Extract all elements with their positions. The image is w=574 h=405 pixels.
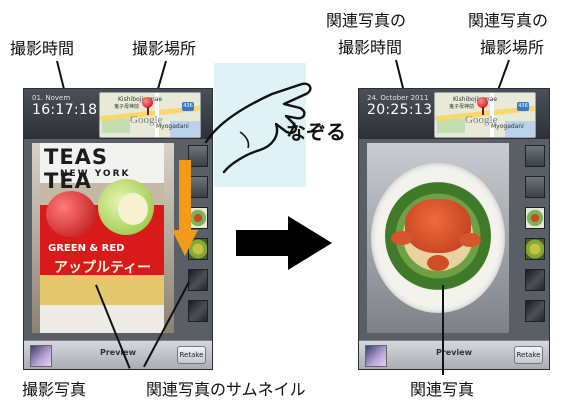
label-related-place-2: 撮影場所 — [480, 38, 545, 57]
related-thumbnail-strip[interactable] — [188, 145, 208, 331]
map-label: 鬼子母神前 — [114, 104, 140, 110]
red-apple — [46, 191, 96, 237]
crab-claw — [391, 231, 413, 245]
retake-button[interactable]: Retake — [514, 346, 543, 364]
gallery-thumbnail-button[interactable] — [365, 345, 387, 367]
label-shoot-place: 撮影場所 — [132, 39, 197, 58]
thumbnail[interactable] — [188, 269, 208, 291]
related-photo-date: 24. October 2011 — [367, 94, 429, 102]
label-related-photo: 関連写真 — [410, 380, 475, 399]
map-water — [505, 121, 535, 137]
gallery-thumbnail-button[interactable] — [30, 345, 52, 367]
right-phone-screen: 24. October 2011 20:25:13 Kishibojimmae … — [358, 88, 550, 370]
related-photo-time: 20:25:13 — [367, 102, 433, 118]
photo-info-bar: 01. Novem 16:17:18 Kishibojimmae 鬼子母神前 G… — [24, 89, 212, 139]
label-related-place-1: 関連写真の — [468, 11, 549, 30]
bottle-band — [40, 143, 164, 183]
location-map[interactable]: Kishibojimmae 鬼子母神前 Google Myogadani 436 — [99, 92, 201, 138]
map-label: Kishibojimmae — [453, 96, 498, 103]
thumbnail[interactable] — [188, 145, 208, 167]
bottle-label-text: GREEN & RED — [48, 243, 125, 254]
bottle-sub-text: NEW YORK — [60, 169, 131, 179]
shoot-date: 01. Novem — [32, 94, 71, 102]
apple-slice — [118, 193, 148, 225]
location-map[interactable]: Kishibojimmae 鬼子母神前 Google Myogadani 436 — [434, 92, 536, 138]
map-pin-stick — [147, 107, 149, 115]
map-label: Kishibojimmae — [118, 96, 163, 103]
related-thumbnail-strip[interactable] — [525, 145, 545, 331]
map-watermark: Google — [130, 114, 163, 126]
swipe-down-arrow-icon — [172, 160, 198, 256]
crab — [405, 199, 471, 253]
photo-info-bar: 24. October 2011 20:25:13 Kishibojimmae … — [359, 89, 549, 139]
related-photo[interactable] — [367, 143, 509, 333]
route-shield-icon: 436 — [182, 102, 194, 111]
finger-icon — [204, 82, 312, 174]
transition-arrow-icon — [236, 216, 332, 270]
map-pin-icon — [477, 97, 488, 108]
bottle-jp-text: アップルティー — [54, 260, 152, 276]
retake-button[interactable]: Retake — [177, 346, 206, 364]
thumbnail[interactable] — [525, 145, 545, 167]
map-label: Myogadani — [491, 123, 524, 130]
thumbnail[interactable] — [525, 176, 545, 198]
map-pin-stick — [482, 107, 484, 115]
map-park — [437, 119, 465, 133]
preview-title: Preview — [435, 348, 472, 357]
map-park — [102, 119, 130, 133]
bottle-bottom — [40, 305, 164, 333]
shoot-time: 16:17:18 — [32, 102, 98, 118]
label-shot-photo: 撮影写真 — [22, 380, 87, 399]
map-watermark: Google — [465, 114, 498, 126]
label-shoot-time: 撮影時間 — [10, 39, 75, 58]
thumbnail[interactable] — [525, 207, 545, 229]
map-road — [155, 93, 159, 137]
crab-claw — [459, 233, 481, 247]
route-shield-icon: 436 — [517, 102, 529, 111]
thumbnail[interactable] — [525, 238, 545, 260]
map-road — [490, 93, 494, 137]
crab-claw — [427, 255, 449, 271]
map-label: Myogadani — [156, 123, 189, 130]
label-related-time-1: 関連写真の — [326, 11, 407, 30]
thumbnail[interactable] — [525, 269, 545, 291]
bottle-brand-text: TEAS TEA — [44, 145, 109, 193]
leader-line — [442, 285, 444, 375]
trace-label: なぞる — [286, 120, 346, 144]
map-pin-icon — [142, 97, 153, 108]
thumbnail[interactable] — [525, 300, 545, 322]
map-label: 鬼子母神前 — [449, 104, 475, 110]
label-related-time-2: 撮影時間 — [338, 38, 403, 57]
label-related-thumbs: 関連写真のサムネイル — [146, 380, 306, 399]
thumbnail[interactable] — [188, 300, 208, 322]
map-water — [170, 121, 200, 137]
preview-title: Preview — [99, 348, 136, 357]
bottom-toolbar: Preview Retake — [359, 340, 549, 369]
